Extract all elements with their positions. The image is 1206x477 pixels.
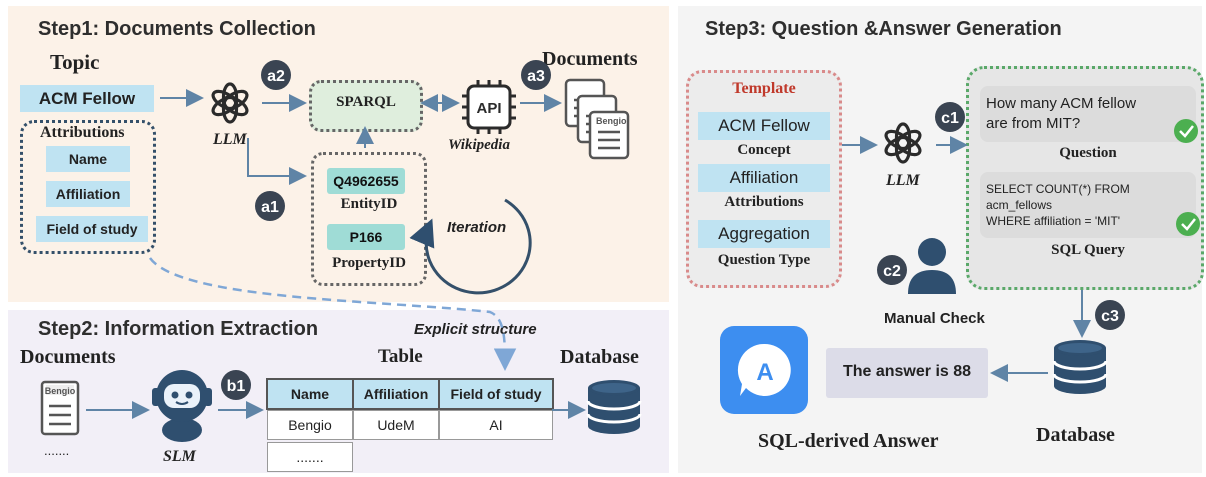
step2-doc-name: Bengio — [45, 386, 76, 396]
api-chip-icon: API — [462, 80, 516, 134]
property-label: PropertyID — [332, 255, 406, 271]
question-label: Question — [1059, 145, 1117, 161]
table-cell-more: ....... — [267, 442, 353, 472]
attribute-value: Affiliation — [698, 164, 830, 192]
table-cell-affiliation: UdeM — [353, 410, 439, 440]
question-text: How many ACM fellow are from MIT? — [986, 95, 1137, 132]
badge-a1: a1 — [255, 191, 285, 221]
explicit-structure-label: Explicit structure — [414, 321, 537, 338]
api-label: API — [476, 100, 501, 117]
badge-c2: c2 — [877, 255, 907, 285]
svg-text:c3: c3 — [1101, 308, 1119, 325]
step2-documents-label: Documents — [20, 346, 116, 368]
step2-database-icon — [586, 378, 642, 436]
person-icon — [908, 238, 956, 294]
svg-text:A: A — [756, 359, 773, 386]
table-cell-name: Bengio — [267, 410, 353, 440]
concept-value: ACM Fellow — [698, 112, 830, 140]
wikipedia-label: Wikipedia — [448, 137, 510, 153]
iteration-label: Iteration — [447, 219, 507, 236]
sql-line-2: acm_fellows — [986, 198, 1053, 212]
slm-label: SLM — [163, 448, 196, 465]
answer-text: The answer is 88 — [842, 363, 972, 380]
question-box — [980, 86, 1196, 142]
step2-database-label: Database — [560, 346, 639, 368]
attribute-field-of-study: Field of study — [36, 216, 148, 242]
qtype-label: Question Type — [717, 252, 811, 268]
svg-text:c1: c1 — [941, 110, 959, 127]
sparql-label: SPARQL — [336, 94, 396, 110]
table-header-field: Field of study — [438, 378, 554, 410]
svg-text:a1: a1 — [261, 199, 279, 216]
attribute-label: Attributions — [724, 194, 804, 210]
table-header-name: Name — [266, 378, 354, 410]
concept-label: Concept — [737, 142, 791, 158]
sql-label: SQL Query — [1051, 242, 1125, 258]
check-icon — [1176, 212, 1200, 236]
step2-document-icon: Bengio — [40, 380, 80, 436]
manual-check-label: Manual Check — [884, 310, 985, 327]
badge-a3: a3 — [521, 60, 551, 90]
answer-box — [826, 348, 988, 398]
step1-openai-logo-icon — [208, 82, 252, 124]
table-label: Table — [378, 346, 423, 367]
answer-label: SQL-derived Answer — [758, 430, 939, 452]
attributions-label: Attributions — [40, 124, 125, 141]
step3-database-icon — [1052, 338, 1108, 396]
badge-a2: a2 — [261, 60, 291, 90]
property-code: P166 — [327, 224, 405, 250]
entity-label: EntityID — [340, 196, 398, 212]
topic-label: Topic — [50, 50, 100, 74]
step2-doc-more: ....... — [44, 443, 70, 458]
sql-line-1: SELECT COUNT(*) FROM — [986, 182, 1130, 196]
template-label: Template — [732, 80, 796, 97]
sql-line-3: WHERE affiliation = 'MIT' — [986, 214, 1121, 228]
explicit-structure-arrow — [148, 257, 517, 371]
qtype-value: Aggregation — [698, 220, 830, 248]
step1-llm-label: LLM — [213, 131, 247, 148]
sql-box — [980, 172, 1196, 238]
robot-icon — [152, 370, 212, 442]
step3-title: Step3: Question &Answer Generation — [705, 18, 1062, 40]
step2-title: Step2: Information Extraction — [38, 318, 319, 340]
step1-documents-label: Documents — [542, 48, 638, 70]
check-icon — [1174, 119, 1198, 143]
svg-text:c2: c2 — [883, 263, 901, 280]
step1-doc-name: Bengio — [596, 116, 627, 126]
svg-text:a3: a3 — [527, 68, 545, 85]
documents-stack-icon: Bengio — [564, 78, 630, 160]
step3-openai-logo-icon — [881, 122, 925, 164]
app-logo-icon: A — [720, 326, 808, 414]
table-header-affiliation: Affiliation — [352, 378, 440, 410]
badge-b1: b1 — [221, 370, 251, 400]
svg-text:a2: a2 — [267, 68, 285, 85]
table-cell-field: AI — [439, 410, 553, 440]
attribute-name: Name — [46, 146, 130, 172]
badge-c3: c3 — [1095, 300, 1125, 330]
topic-value: ACM Fellow — [20, 85, 154, 112]
entity-code: Q4962655 — [327, 168, 405, 194]
svg-text:b1: b1 — [227, 378, 246, 395]
step3-llm-label: LLM — [886, 172, 920, 189]
attribute-affiliation: Affiliation — [46, 181, 130, 207]
iteration-cycle-icon — [409, 198, 532, 295]
step1-title: Step1: Documents Collection — [38, 18, 316, 40]
attributions-box — [20, 120, 156, 254]
badge-c1: c1 — [935, 102, 965, 132]
step3-database-label: Database — [1036, 424, 1115, 446]
